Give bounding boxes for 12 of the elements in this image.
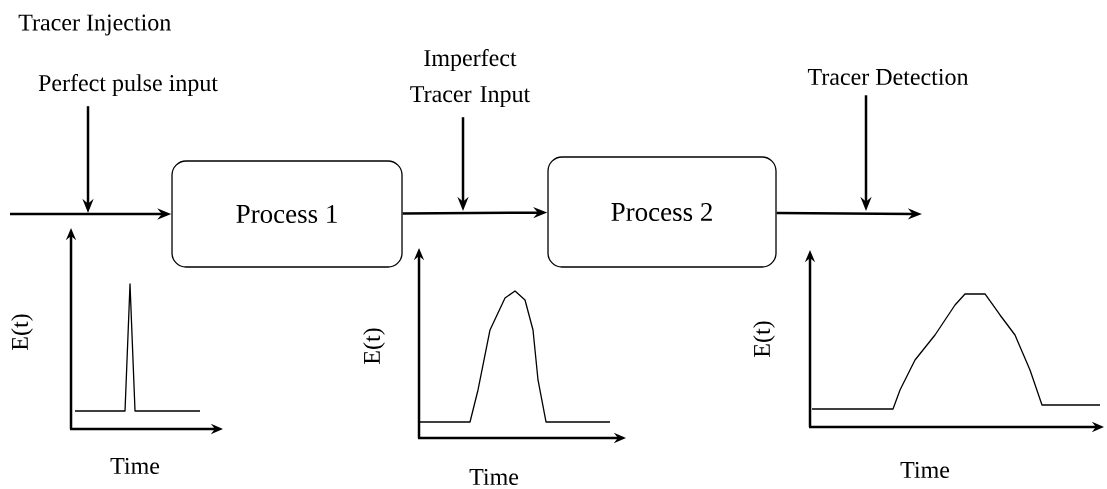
axis-label: Time xyxy=(110,457,160,475)
heading: Tracer Injection xyxy=(18,14,171,36)
axis-label: Time xyxy=(900,461,950,479)
annotation-text: Imperfect Tracer Input xyxy=(410,49,531,107)
axis-label: E(t) xyxy=(11,314,33,350)
annotation-text: Perfect pulse input xyxy=(38,74,218,96)
axis-label: Time xyxy=(469,468,519,486)
process-box: Process 1 xyxy=(171,160,403,268)
annotation-text: Tracer Detection xyxy=(807,68,969,86)
axis-label: E(t) xyxy=(753,321,775,357)
axis-label: E(t) xyxy=(363,328,385,364)
process-box: Process 2 xyxy=(547,156,777,268)
